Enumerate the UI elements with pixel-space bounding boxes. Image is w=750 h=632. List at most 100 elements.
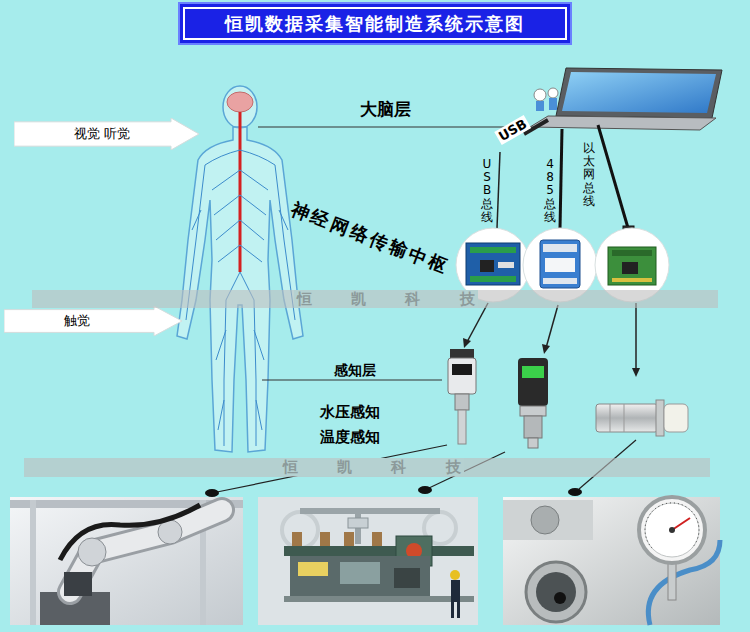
sense-label: 温度感知 — [320, 428, 380, 447]
leader-arrow — [463, 338, 471, 348]
bus-wire — [598, 125, 628, 228]
factory-photo — [344, 532, 354, 546]
factory-photo — [348, 518, 368, 528]
factory-photo — [258, 497, 478, 625]
leader-line — [568, 488, 582, 496]
robot-photo — [10, 497, 243, 625]
pressure-transmitter — [528, 438, 538, 448]
title-banner: 恒凯数据采集智能制造系统示意图 — [178, 2, 572, 45]
human-figure — [192, 210, 288, 430]
gauge-photo — [669, 527, 675, 533]
gauge-photo — [672, 518, 690, 530]
robot-photo — [10, 497, 243, 625]
leader-arrow — [632, 368, 640, 377]
gauge-photo — [645, 503, 699, 557]
robot-photo — [30, 500, 36, 625]
proximity-sensor — [610, 404, 611, 432]
layer-label: 大脑层 — [360, 98, 411, 121]
sense-arrow: 视觉 听觉 — [14, 118, 199, 150]
laptop-icon — [530, 116, 716, 130]
gauge-photo — [554, 592, 566, 604]
leader-line — [418, 486, 432, 494]
arrow-shape — [4, 306, 182, 336]
watermark-text: 恒 凯 科 技 — [280, 458, 464, 476]
gauge-photo — [503, 497, 720, 625]
factory-photo — [394, 568, 420, 588]
factory-photo — [451, 602, 454, 618]
robot-photo — [78, 538, 106, 566]
watermark-band: 恒 凯 科 技 — [32, 290, 718, 308]
io-module — [545, 258, 575, 272]
io-module — [466, 243, 520, 285]
sense-label: 水压感知 — [320, 403, 380, 422]
pressure-transmitter — [524, 416, 542, 438]
arrow-shape — [4, 306, 182, 336]
pressure-transmitter — [520, 406, 546, 416]
laptop-icon — [549, 98, 557, 110]
proximity-sensor — [656, 400, 664, 436]
pressure-sensor — [455, 394, 469, 410]
io-module — [612, 250, 652, 256]
laptop-icon — [530, 68, 722, 130]
human-figure — [239, 112, 242, 272]
robot-photo — [60, 505, 200, 560]
factory-photo — [298, 562, 328, 576]
proximity-sensor — [596, 404, 658, 432]
human-figure — [177, 86, 303, 452]
io-module — [612, 278, 652, 282]
pressure-transmitter — [518, 358, 548, 448]
leader-line — [262, 380, 442, 381]
gauge-photo — [639, 497, 705, 563]
pressure-sensor — [452, 364, 472, 375]
arrow-shape — [14, 118, 199, 150]
human-figure — [227, 92, 253, 112]
factory-photo — [457, 602, 460, 618]
io-module — [543, 244, 577, 252]
bus-wire — [560, 129, 562, 228]
gauge-photo — [668, 560, 676, 600]
factory-photo — [320, 532, 330, 546]
factory-photo — [284, 546, 474, 556]
gauge-photo — [503, 497, 720, 625]
bus-label: USB总线 — [481, 158, 493, 224]
bus-wire — [497, 152, 500, 228]
sense-label: 视觉 听觉 — [74, 125, 130, 143]
laptop-icon — [556, 68, 722, 118]
io-module — [470, 247, 516, 253]
proximity-sensor — [624, 404, 625, 432]
factory-photo — [300, 508, 440, 514]
factory-photo — [258, 497, 478, 625]
leader-arrow — [546, 305, 558, 348]
leader-line — [205, 489, 219, 497]
watermark-text: 恒 凯 科 技 — [294, 290, 478, 308]
factory-photo — [450, 570, 460, 580]
layer-label: 神经网络传输中枢 — [288, 197, 453, 280]
pressure-transmitter — [522, 366, 544, 378]
title-text: 恒凯数据采集智能制造系统示意图 — [225, 12, 525, 36]
sense-arrow: 触觉 — [4, 306, 182, 336]
factory-photo — [340, 562, 380, 584]
bus-label: 485总线 — [544, 158, 556, 224]
robot-photo — [64, 572, 92, 596]
io-module — [498, 262, 514, 268]
layer-label: 感知层 — [334, 362, 376, 380]
bus-wire — [497, 120, 634, 244]
leader-arrow — [542, 344, 550, 354]
factory-photo — [290, 556, 430, 596]
io-module — [470, 276, 516, 282]
factory-photo — [282, 512, 318, 548]
pressure-transmitter — [518, 358, 548, 406]
gauge-photo — [503, 500, 593, 540]
gauge-photo — [536, 572, 576, 612]
pressure-sensor — [458, 410, 466, 444]
io-module — [540, 240, 580, 288]
proximity-sensor — [664, 404, 688, 432]
laptop-icon — [562, 72, 716, 113]
factory-photo — [284, 596, 474, 602]
leader-arrow — [635, 303, 637, 370]
io-module — [543, 278, 577, 284]
io-module — [622, 262, 638, 274]
proximity-sensor — [596, 400, 688, 436]
watermark-band: 恒 凯 科 技 — [24, 458, 710, 477]
